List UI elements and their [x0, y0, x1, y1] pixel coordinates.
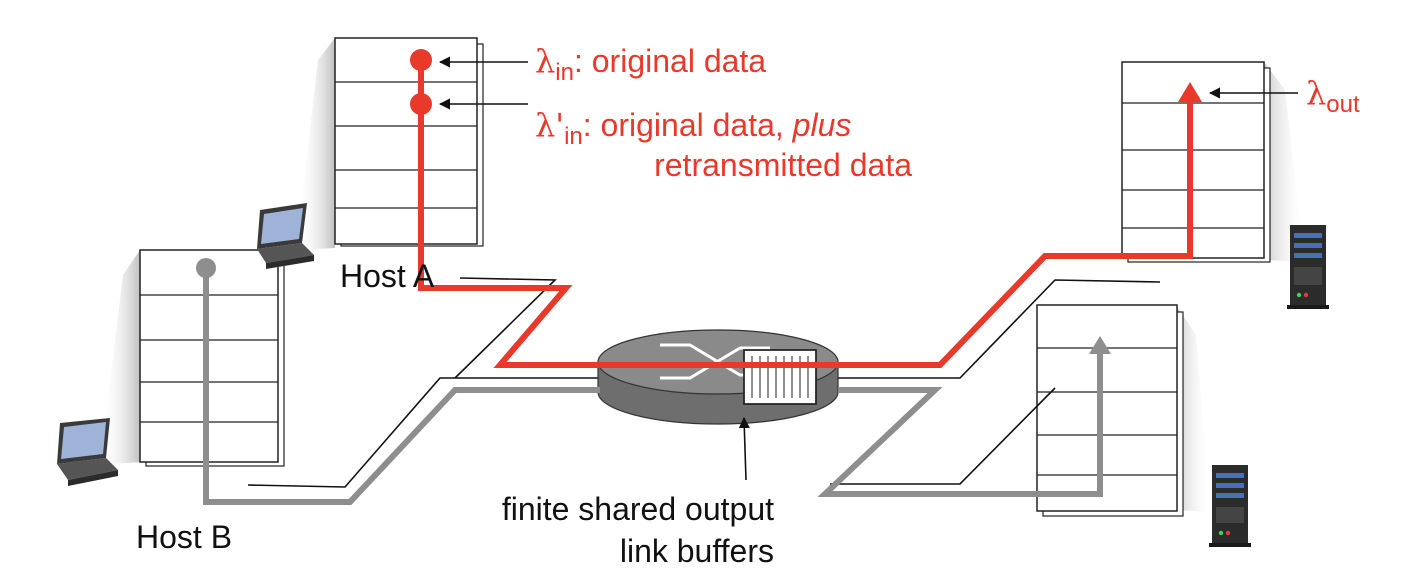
- lambda-in-text: : original data: [574, 43, 766, 79]
- receiver-top-protocol-stack: [1121, 61, 1305, 263]
- lambda-in-label: λin: original data: [535, 42, 766, 86]
- laptop-icon: [57, 418, 118, 486]
- annotation-arrows: [438, 56, 1298, 481]
- host-b-protocol-stack: [100, 249, 285, 467]
- server-icon: [1209, 465, 1251, 547]
- buffer-note-line2: link buffers: [620, 533, 774, 569]
- lambda-in-prime-text2: retransmitted data: [654, 147, 912, 183]
- host-b-flow: [196, 258, 1111, 505]
- lambda-in-prime-label: λ'in: original data, plus: [535, 106, 851, 150]
- lambda-out-label: λout: [1306, 74, 1360, 118]
- host-a-label: Host A: [340, 258, 435, 294]
- host-b-label: Host B: [136, 519, 232, 555]
- lambda-in-prime-text: : original data,: [583, 107, 793, 143]
- lambda-out-subscript: out: [1326, 91, 1360, 118]
- lambda-in-prime-plus: plus: [792, 107, 852, 143]
- buffer-note-line1: finite shared output: [502, 491, 774, 527]
- host-a-flow: [410, 49, 1202, 368]
- lambda-in-symbol: λ: [535, 42, 555, 80]
- laptop-icon: [257, 203, 314, 269]
- lambda-out-symbol: λ: [1306, 74, 1326, 112]
- lambda-in-prime-subscript: in: [564, 123, 583, 150]
- network-links: [247, 277, 1161, 488]
- receiver-bottom-protocol-stack: [1036, 304, 1210, 517]
- lambda-in-prime-symbol: λ': [535, 106, 564, 144]
- lambda-in-subscript: in: [555, 59, 574, 86]
- server-icon: [1287, 225, 1329, 309]
- output-buffer: [743, 349, 817, 405]
- host-a-protocol-stack: [296, 37, 484, 250]
- router-icon: [597, 329, 839, 425]
